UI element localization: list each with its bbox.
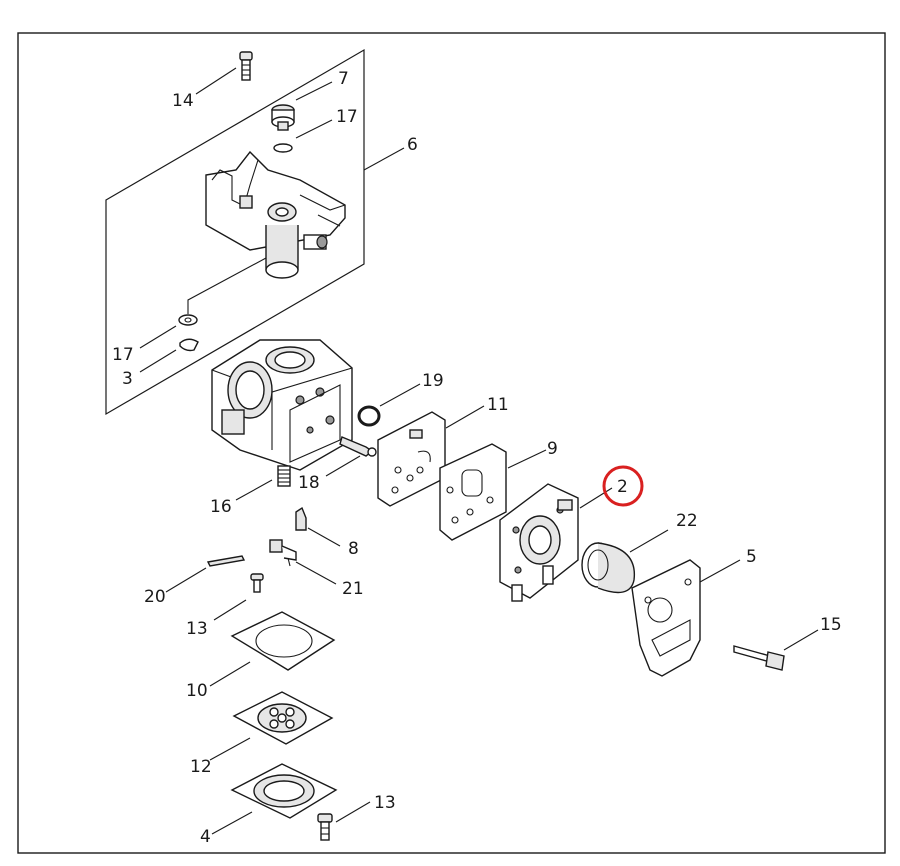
part-3-clip bbox=[179, 338, 199, 352]
part-12-diaphragm bbox=[232, 691, 334, 745]
callout-3: 3 bbox=[122, 369, 133, 389]
part-4-cover bbox=[230, 763, 338, 819]
part-7-knob bbox=[271, 104, 295, 131]
part-9-gasket bbox=[439, 443, 507, 541]
callout-15: 15 bbox=[820, 615, 842, 635]
part-17-washer-lower bbox=[178, 314, 198, 326]
part-13-screw-upper bbox=[250, 573, 264, 593]
callout-12: 12 bbox=[190, 757, 212, 777]
part-5-plate bbox=[631, 559, 701, 677]
carburetor-body bbox=[211, 339, 353, 471]
callout-9: 9 bbox=[547, 439, 558, 459]
part-16-spring bbox=[277, 465, 291, 487]
part-14-screw bbox=[239, 51, 253, 81]
part-13-screw-lower bbox=[317, 813, 333, 841]
subassembly-outline bbox=[105, 48, 365, 416]
callout-16: 16 bbox=[210, 497, 232, 517]
callout-2: 2 bbox=[617, 477, 628, 497]
callout-13-upper: 13 bbox=[186, 619, 208, 639]
callout-14: 14 bbox=[172, 91, 194, 111]
part-19-oring bbox=[357, 405, 381, 427]
part-6-bracket bbox=[205, 150, 346, 279]
callout-6: 6 bbox=[407, 135, 418, 155]
part-10-gasket bbox=[230, 611, 336, 671]
diagram-frame bbox=[17, 32, 886, 854]
callout-17-lower: 17 bbox=[112, 345, 134, 365]
part-18-needle bbox=[339, 436, 377, 457]
callout-22: 22 bbox=[676, 511, 698, 531]
callout-labels: 14 7 17 6 17 3 19 11 18 9 16 2 8 22 20 2… bbox=[112, 69, 842, 847]
callout-8: 8 bbox=[348, 539, 359, 559]
callout-5: 5 bbox=[746, 547, 757, 567]
part-17-washer-top bbox=[273, 143, 293, 153]
part-11-gasket bbox=[377, 411, 446, 507]
callout-21: 21 bbox=[342, 579, 364, 599]
leader-lines bbox=[139, 67, 819, 835]
callout-4: 4 bbox=[200, 827, 211, 847]
part-2-pump-cover bbox=[499, 483, 579, 602]
callout-20: 20 bbox=[144, 587, 166, 607]
part-15-bolt bbox=[733, 645, 785, 671]
callout-10: 10 bbox=[186, 681, 208, 701]
callout-11: 11 bbox=[487, 395, 509, 415]
callout-18: 18 bbox=[298, 473, 320, 493]
callout-13-lower: 13 bbox=[374, 793, 396, 813]
part-22-primer-bulb bbox=[581, 542, 636, 594]
part-21-lever bbox=[269, 539, 297, 567]
callout-7: 7 bbox=[338, 69, 349, 89]
part-8-needle bbox=[295, 506, 307, 531]
callout-17-top: 17 bbox=[336, 107, 358, 127]
highlight-circle bbox=[602, 465, 644, 507]
part-20-pin bbox=[206, 555, 246, 567]
callout-19: 19 bbox=[422, 371, 444, 391]
